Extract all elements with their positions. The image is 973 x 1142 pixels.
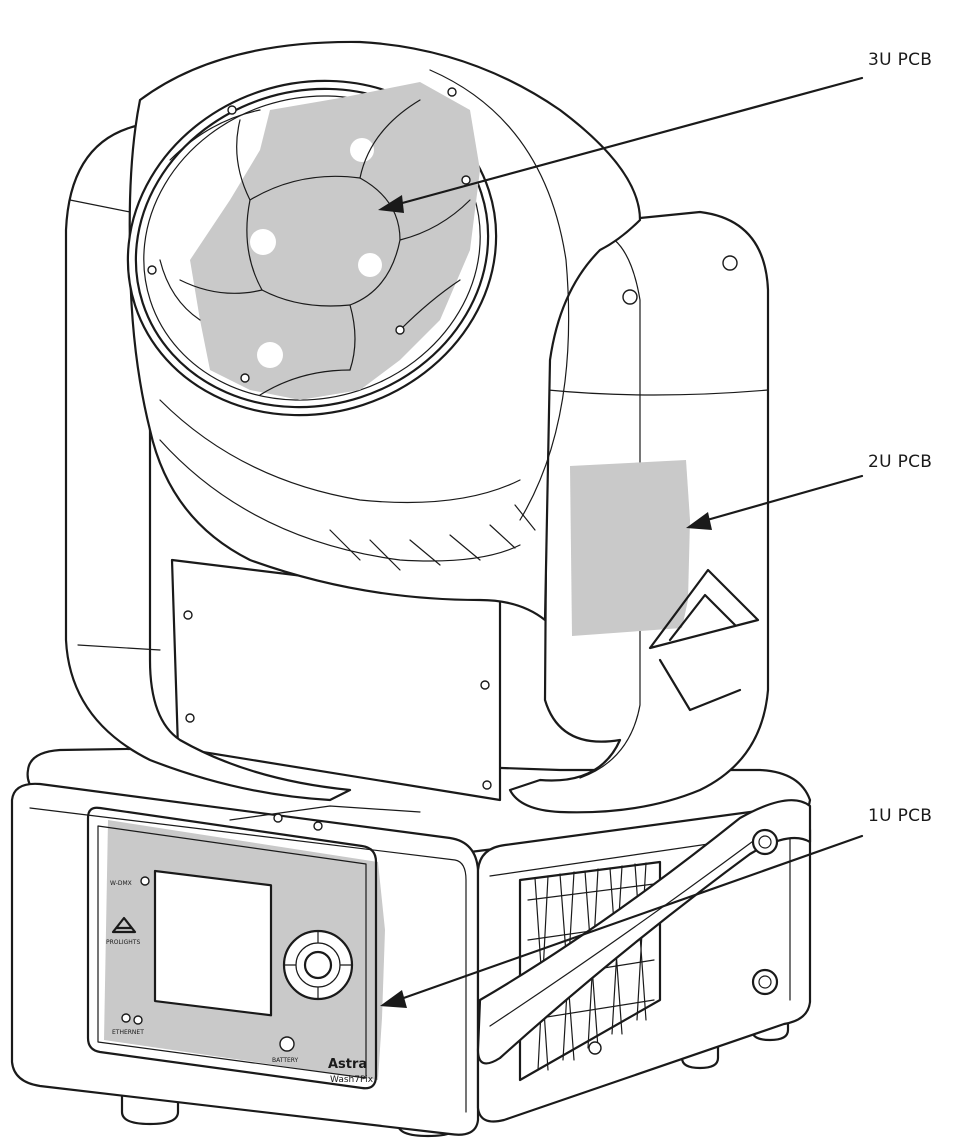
- callout-label-1u: 1U PCB: [868, 806, 933, 826]
- right-arm-hole-1: [722, 255, 738, 271]
- head-ring-3: [159, 439, 521, 562]
- joystick: [282, 929, 354, 1001]
- pcb-3u-highlight: [190, 82, 480, 400]
- block-screw-1: [183, 610, 193, 620]
- arrow-2u: [686, 512, 712, 530]
- pcb-2u-highlight: [570, 460, 690, 636]
- block-screw-4: [482, 780, 492, 790]
- handle-hole-bottom-inner: [758, 975, 772, 989]
- callout-label-3u: 3U PCB: [868, 50, 933, 70]
- heat-sink-fins: [329, 504, 536, 571]
- right-arm-seam: [547, 389, 769, 396]
- product-brand-label: Astra: [328, 1057, 367, 1072]
- leader-1u: [396, 834, 864, 1002]
- prolights-logo-icon-large-2: [658, 658, 742, 712]
- leader-2u: [698, 474, 864, 524]
- lens-holes: [250, 138, 382, 368]
- battery-button: [279, 1036, 295, 1052]
- wdmx-label: W-DMX: [110, 880, 132, 887]
- ethernet-label: ETHERNET: [112, 1029, 144, 1036]
- vent-screw: [588, 1041, 602, 1055]
- lens-bezel-inner: [134, 87, 490, 409]
- battery-label: BATTERY: [272, 1057, 299, 1064]
- moving-head: [126, 40, 642, 622]
- handle-hole-bottom: [751, 968, 779, 996]
- handle-edge: [489, 835, 761, 1027]
- bezel-screws: [147, 87, 471, 383]
- right-arm-face: [579, 231, 641, 779]
- lcd-screen: [153, 869, 273, 1017]
- arrow-3u: [378, 195, 404, 213]
- callout-leaders: [378, 76, 864, 1008]
- base-unit: W-DMX PROLIGHTS ETHERNET BATTERY Astra W…: [10, 746, 812, 1138]
- ethernet-led-1: [121, 1013, 131, 1023]
- right-arm-hole-2: [622, 289, 638, 305]
- arrow-1u: [380, 990, 407, 1008]
- led-lens-cells: [159, 99, 471, 396]
- ethernet-led-2: [133, 1015, 143, 1025]
- handle-hole-top-inner: [758, 835, 772, 849]
- prolights-logo-icon: [111, 916, 137, 934]
- block-screw-2: [185, 713, 195, 723]
- top-hole-2: [313, 821, 323, 831]
- base-front-bevel: [29, 807, 467, 1113]
- leader-3u: [393, 76, 864, 207]
- callout-label-2u: 2U PCB: [868, 452, 933, 472]
- control-panel-frame: [86, 806, 378, 1090]
- head-ring-1: [429, 69, 570, 521]
- block-screw-3: [480, 680, 490, 690]
- prolights-logo-icon-large: [648, 568, 760, 650]
- product-model-label: Wash7Pix: [330, 1075, 374, 1085]
- wdmx-led: [140, 876, 150, 886]
- base-top-seam: [229, 805, 421, 821]
- top-hole-1: [273, 813, 283, 823]
- handle-hole-top: [751, 828, 779, 856]
- prolights-label: PROLIGHTS: [106, 939, 140, 946]
- carry-handle: [476, 799, 812, 1065]
- control-panel-inner: [97, 825, 367, 1079]
- head-ring-2: [159, 399, 521, 504]
